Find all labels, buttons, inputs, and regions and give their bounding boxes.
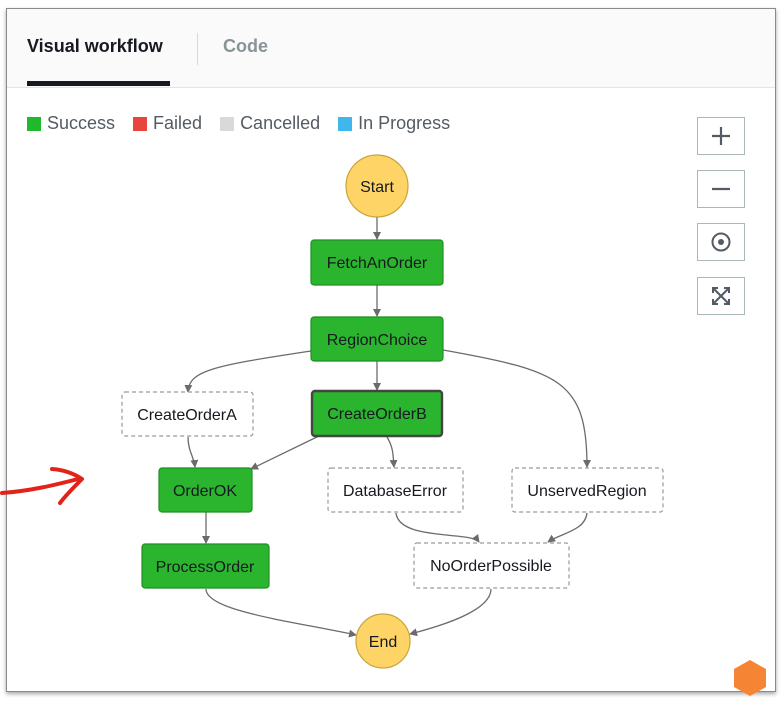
state-process-order[interactable]: ProcessOrder [141,543,270,589]
state-order-ok[interactable]: OrderOK [158,467,253,513]
minus-icon [712,187,730,191]
tab-code[interactable]: Code [223,36,268,56]
state-fetch-an-order[interactable]: FetchAnOrder [310,239,444,286]
legend-label-failed: Failed [153,113,203,133]
workflow-graph: Start FetchAnOrder RegionChoice CreateOr… [121,154,664,669]
cancelled-swatch [220,116,235,131]
state-end-label: End [369,634,397,651]
state-database-error-label: DatabaseError [343,483,448,500]
edge-createb-orderok [250,434,322,470]
state-no-order-possible-label: NoOrderPossible [430,558,552,575]
active-tab-indicator [27,81,170,86]
edge-process-end [205,588,357,638]
step-functions-panel: Visual workflow Code Success Failed Canc… [6,8,776,692]
zoom-in-button[interactable] [697,117,745,155]
state-start[interactable]: Start [345,154,409,218]
edge-region-createa [184,350,312,393]
state-create-order-a-label: CreateOrderA [137,407,237,424]
state-create-order-b[interactable]: CreateOrderB [310,389,444,438]
state-order-ok-label: OrderOK [173,483,237,500]
edge-createa-orderok [187,436,199,468]
legend-item-cancelled: Cancelled [220,113,320,134]
in-progress-swatch [338,116,353,131]
state-region-label: RegionChoice [327,332,428,349]
state-database-error[interactable]: DatabaseError [327,467,464,513]
edge-region-unserved [442,349,591,468]
state-region-choice[interactable]: RegionChoice [310,316,444,362]
state-unserved-region[interactable]: UnservedRegion [511,467,664,513]
expand-icon [712,287,730,305]
state-create-order-b-label: CreateOrderB [327,406,427,423]
edge-createb-dberror [386,436,398,468]
state-end[interactable]: End [355,613,411,669]
hexagon-logo-icon [734,660,766,696]
fit-view-button[interactable] [697,277,745,315]
state-start-label: Start [360,179,394,196]
failed-swatch [133,116,148,131]
status-legend: Success Failed Cancelled In Progress [27,113,468,134]
state-process-order-label: ProcessOrder [156,559,255,576]
legend-label-in-progress: In Progress [358,113,451,133]
state-fetch-label: FetchAnOrder [327,255,428,272]
tab-visual-workflow[interactable]: Visual workflow [27,36,163,56]
plus-icon [712,127,730,145]
edge-dberror-noorder [395,512,480,543]
state-unserved-region-label: UnservedRegion [527,483,646,500]
annotation-arrow-icon [0,467,84,505]
center-button[interactable] [697,223,745,261]
tab-divider [197,33,198,65]
zoom-out-button[interactable] [697,170,745,208]
edge-noorder-end [409,588,492,637]
legend-item-success: Success [27,113,115,134]
legend-item-in-progress: In Progress [338,113,450,134]
tab-bar: Visual workflow Code [7,9,775,88]
legend-label-cancelled: Cancelled [240,113,321,133]
graph-edges [184,217,591,638]
state-no-order-possible[interactable]: NoOrderPossible [413,542,570,589]
legend-label-success: Success [47,113,116,133]
legend-item-failed: Failed [133,113,202,134]
edge-unserved-noorder [547,512,588,543]
target-icon [711,232,731,252]
state-create-order-a[interactable]: CreateOrderA [121,391,254,437]
success-swatch [27,116,41,131]
